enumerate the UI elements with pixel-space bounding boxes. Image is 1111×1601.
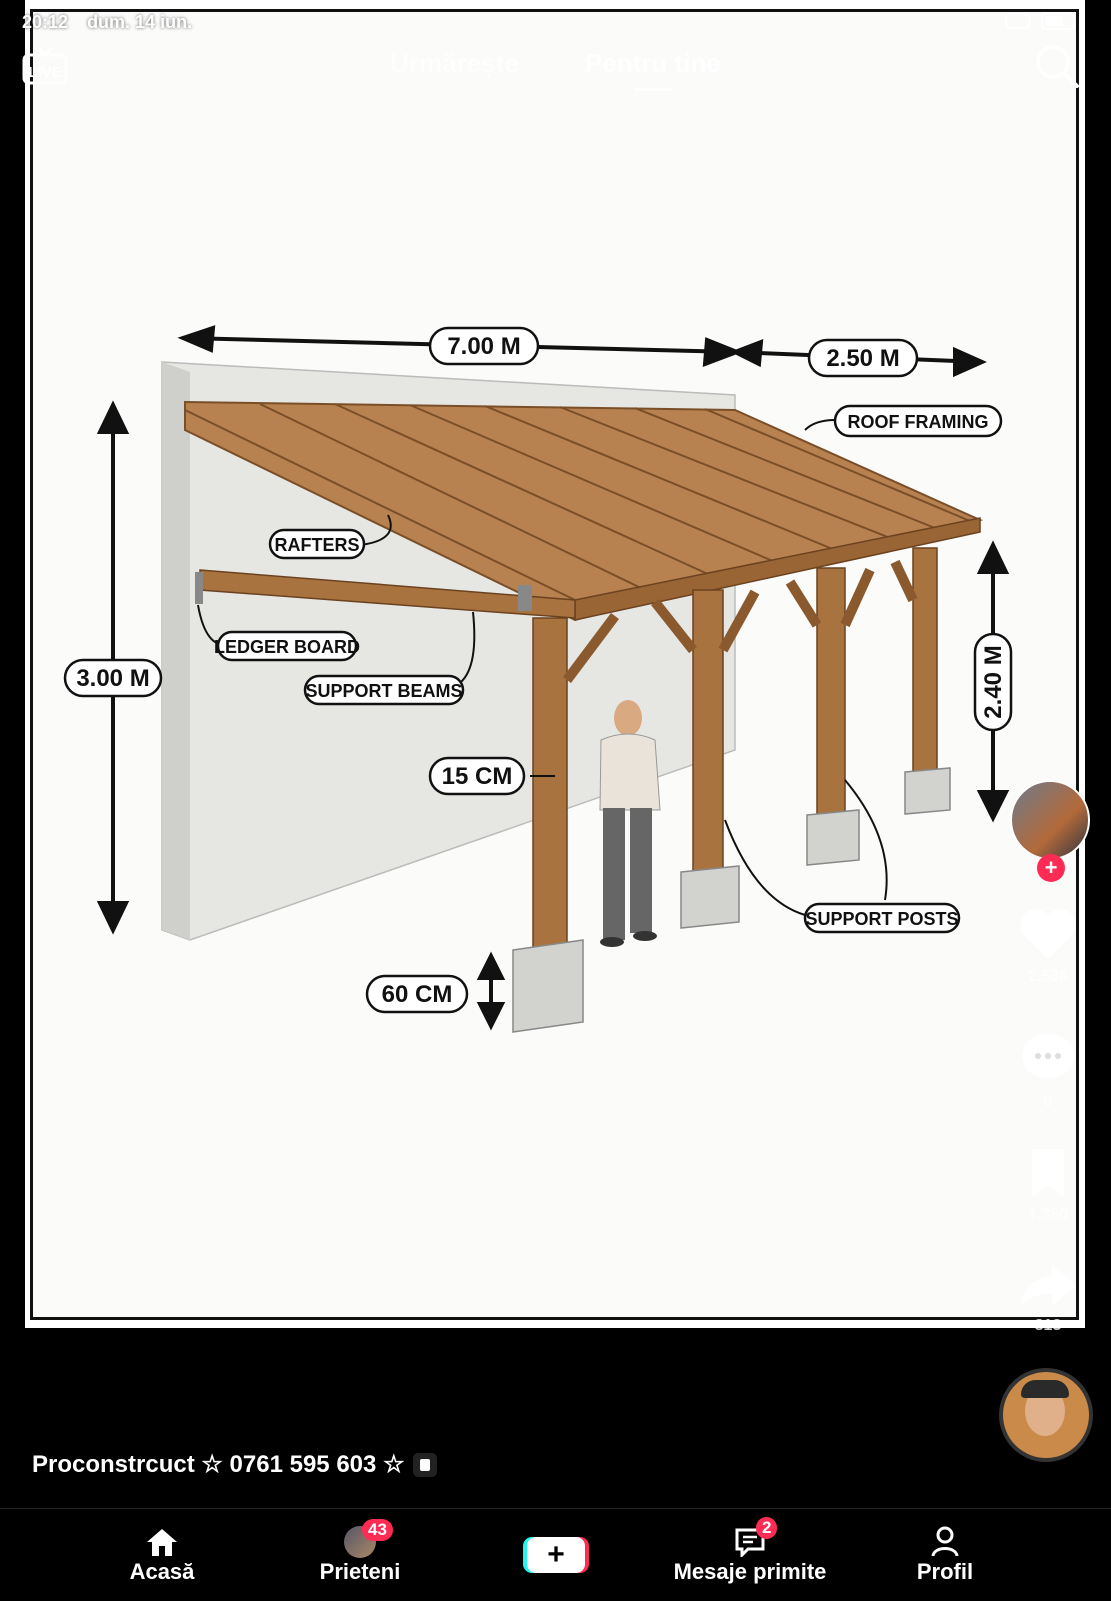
status-date: dum. 14 iun. [87,12,193,32]
nav-friends[interactable]: 43 Prieteni [300,1509,420,1601]
music-disc-hair [1021,1380,1069,1398]
create-plus-icon: + [527,1537,585,1573]
label-overhang: 2.50 M [807,338,919,378]
rafters-label: RAFTERS [275,535,360,555]
tab-following[interactable]: Urmărește [390,48,519,78]
comment-count: 0 [1043,1093,1053,1110]
inbox-icon: 2 [734,1517,778,1559]
callout-roof-framing: ROOF FRAMING [833,404,1003,438]
label-footing: 60 CM [365,974,469,1014]
bookmark-icon [1032,1149,1064,1197]
support-beams-label: SUPPORT BEAMS [305,681,462,701]
status-time: 20:12 [22,12,69,32]
search-button[interactable] [1033,42,1081,90]
feed-tabs: Urmărește Pentru tine [0,48,1111,79]
inbox-badge: 2 [756,1517,778,1539]
label-front-height: 2.40 M [973,632,1013,732]
live-button[interactable]: LIVE [22,46,68,86]
share-count: 813 [1034,1317,1062,1334]
callout-support-beams: SUPPORT BEAMS [303,674,465,706]
roof-framing-label: ROOF FRAMING [848,412,989,432]
live-tv-icon: LIVE [22,46,68,85]
nav-home[interactable]: Acasă [112,1509,212,1601]
creator-avatar[interactable] [1010,780,1090,860]
person-figure [599,700,661,947]
nav-friends-label: Prieteni [319,1559,401,1584]
friends-badge: 43 [362,1519,393,1541]
follow-plus-button[interactable]: + [1037,854,1065,882]
post-width-label: 15 CM [442,763,513,790]
nav-inbox[interactable]: 2 Mesaje primite [650,1509,850,1601]
front-height-label: 2.40 M [980,645,1007,718]
save-control[interactable]: 1.380 [1013,1145,1083,1224]
heart-icon [1020,909,1076,959]
music-disc[interactable] [999,1368,1093,1462]
callout-ledger-board: LEDGER BOARD [214,630,360,662]
callout-rafters: RAFTERS [268,528,366,560]
nav-profile-label: Profil [916,1559,974,1584]
comment-control[interactable]: 0 [1013,1030,1083,1111]
creator-name[interactable]: Proconstrcuct ☆ 0761 595 603 ☆ [32,1451,405,1478]
wall-height-label: 3.00 M [76,665,149,692]
overhang-label: 2.50 M [826,345,899,372]
home-icon [145,1525,179,1559]
creator-caption[interactable]: Proconstrcuct ☆ 0761 595 603 ☆ [32,1450,437,1479]
nav-profile[interactable]: Profil [900,1509,990,1601]
copy-icon[interactable] [412,1452,437,1477]
bottom-nav: Acasă 43 Prieteni + 2 Mesaje primite Pro… [0,1508,1111,1601]
comment-icon [1022,1034,1074,1078]
support-posts-label: SUPPORT POSTS [805,909,958,929]
status-bar: 20:12 dum. 14 iun. [22,12,192,33]
friends-avatar-icon: 43 [344,1519,393,1559]
battery-icon [1041,12,1075,30]
pergola-diagram: 7.00 M 2.50 M 3.00 M 2.40 M 15 CM 60 CM … [63,325,1013,1033]
callout-support-posts: SUPPORT POSTS [803,902,961,934]
ledger-board-label: LEDGER BOARD [214,637,360,657]
save-count: 1.380 [1027,1206,1069,1223]
like-control[interactable]: 2.536 [1013,905,1083,986]
nav-inbox-label: Mesaje primite [673,1559,827,1584]
nav-create[interactable]: + [516,1509,596,1601]
tab-for-you[interactable]: Pentru tine [584,48,721,78]
share-icon [1020,1264,1076,1308]
like-count: 2.536 [1027,968,1069,985]
width-label: 7.00 M [447,333,520,360]
label-wall-height: 3.00 M [63,658,163,698]
share-control[interactable]: 813 [1013,1260,1083,1335]
profile-icon [930,1525,960,1559]
link-icon [1005,13,1031,29]
label-post-width: 15 CM [428,756,526,796]
status-icons [1005,12,1075,30]
footing-label: 60 CM [382,981,453,1008]
live-label: LIVE [28,64,61,81]
label-width: 7.00 M [428,326,540,366]
nav-home-label: Acasă [129,1559,195,1584]
search-icon [1036,45,1079,88]
